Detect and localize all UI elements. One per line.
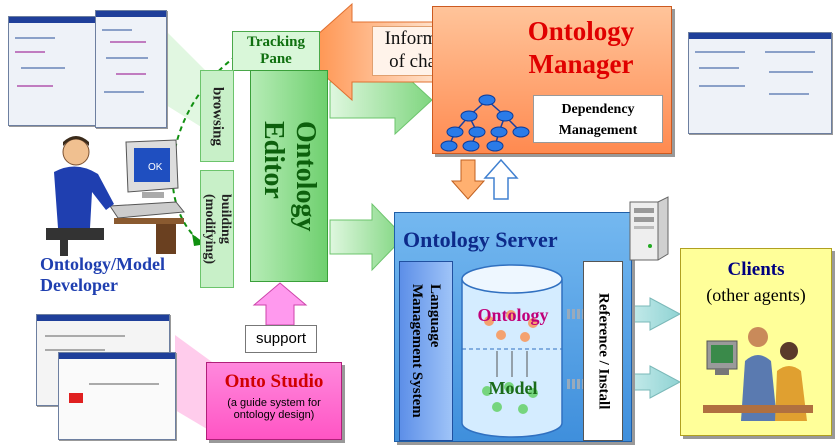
- connector-dots-bottom: [567, 379, 583, 389]
- server-to-manager-arrow: [483, 158, 519, 200]
- developer-at-computer-icon: OK: [46, 136, 185, 256]
- ontology-editor-title: Ontology Editor: [257, 121, 321, 231]
- editor-screenshot-back: [8, 16, 96, 126]
- developer-label: Ontology/Model Developer: [40, 254, 200, 296]
- reference-install-label: Reference / Install: [595, 292, 612, 410]
- clients-box: Clients (other agents): [680, 248, 832, 436]
- language-management-system-line1: Language: [427, 284, 443, 348]
- ontology-server: Ontology Server Language Management Syst…: [394, 212, 632, 442]
- tracking-pane-line2: Pane: [260, 51, 292, 67]
- ontology-editor: Ontology Editor: [250, 70, 328, 282]
- clients-people-icon: [703, 327, 813, 421]
- onto-studio-line2: ontology design): [233, 409, 315, 421]
- ontology-server-title: Ontology Server: [403, 227, 558, 252]
- building-line2: (modifying): [202, 194, 217, 264]
- hierarchy-tree-icon: [440, 94, 530, 152]
- ontology-editor-line2: Editor: [258, 120, 289, 199]
- dependency-management-line1: Dependency: [561, 102, 635, 117]
- browsing-box: browsing: [200, 70, 234, 162]
- developer-line2: Developer: [40, 275, 118, 295]
- manager-to-server-arrow: [450, 159, 486, 200]
- database-cylinder-icon: [461, 264, 563, 438]
- building-label: building (modifying): [201, 194, 233, 264]
- browsing-label: browsing: [209, 86, 226, 146]
- onto-studio-title: Onto Studio: [224, 371, 324, 392]
- editor-screenshot-front: [95, 10, 167, 128]
- connector-dots-top: [567, 309, 583, 319]
- onto-studio-line1: (a guide system for: [227, 397, 321, 409]
- model-label: Model: [488, 378, 538, 398]
- editor-to-server-arrow: [329, 202, 405, 272]
- language-management-system-label: Language Management System: [408, 284, 444, 418]
- language-management-system-box: Language Management System: [399, 261, 453, 441]
- language-management-system-line2: Management System: [409, 284, 425, 418]
- svg-text:OK: OK: [148, 162, 163, 173]
- ontology-label: Ontology: [477, 305, 549, 325]
- building-line1: building: [218, 194, 233, 244]
- ontology-editor-line1: Ontology: [290, 120, 321, 232]
- ontology-manager-title: Ontology Manager: [493, 15, 669, 81]
- ontology-manager-line2: Manager: [528, 49, 634, 79]
- onto-studio-box: Onto Studio (a guide system for ontology…: [206, 362, 342, 440]
- developer-line1: Ontology/Model: [40, 254, 165, 274]
- support-arrow: [252, 282, 308, 326]
- reference-install-box: Reference / Install: [583, 261, 623, 441]
- building-box: building (modifying): [200, 170, 234, 288]
- dependency-management-box: Dependency Management: [533, 95, 663, 143]
- dependency-management-line2: Management: [558, 123, 638, 138]
- clients-title: Clients: [727, 259, 785, 280]
- server-tower-icon: [629, 196, 669, 261]
- clients-subtitle: (other agents): [706, 285, 806, 305]
- support-label: support: [245, 325, 317, 353]
- callout-funnel-bottom: [175, 335, 212, 432]
- ontology-manager-line1: Ontology: [527, 16, 635, 46]
- manager-screenshot: [688, 32, 832, 134]
- studio-screenshot-front: [58, 352, 176, 440]
- ontology-manager: Ontology Manager Dependency Management: [432, 6, 672, 154]
- tracking-pane: Tracking Pane: [232, 31, 320, 71]
- tracking-pane-line1: Tracking: [246, 34, 306, 50]
